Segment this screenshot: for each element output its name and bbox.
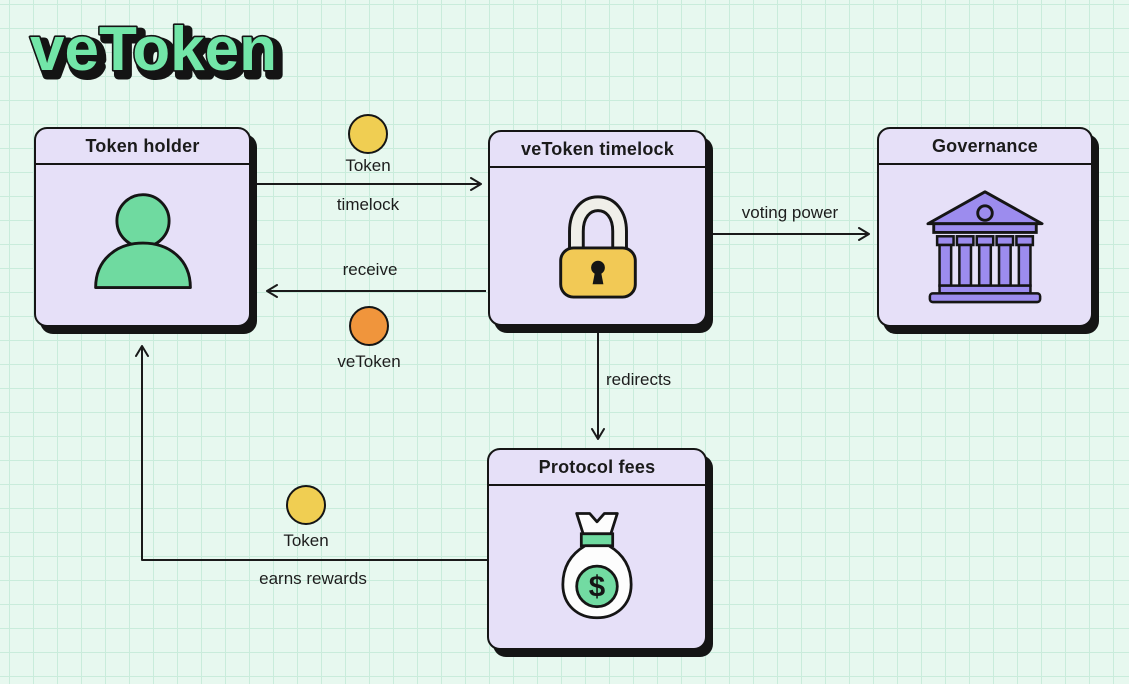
edge-label-earns-rewards: earns rewards xyxy=(259,569,367,588)
edge-label-reward-token: Token xyxy=(283,531,329,550)
node-vetoken-timelock-title: veToken timelock xyxy=(490,132,705,168)
node-token-holder: Token holder xyxy=(34,127,251,327)
edge-label-redirects: redirects xyxy=(606,370,672,389)
money-bag-icon: $ xyxy=(561,512,633,620)
bank-icon xyxy=(926,190,1044,304)
node-protocol-fees-title: Protocol fees xyxy=(489,450,705,486)
node-protocol-fees: Protocol fees $ xyxy=(487,448,707,650)
page-title-shadow: veToken xyxy=(35,20,282,89)
edge-earns-rewards-arrow xyxy=(135,345,487,561)
edge-label-timelock: timelock xyxy=(336,195,400,214)
node-token-holder-title: Token holder xyxy=(36,129,249,165)
edge-label-receive: receive xyxy=(342,260,398,279)
vetoken-coin xyxy=(349,306,389,346)
node-governance-title: Governance xyxy=(879,129,1091,165)
node-vetoken-timelock: veToken timelock xyxy=(488,130,707,326)
edge-label-voting-power: voting power xyxy=(741,203,839,222)
node-governance: Governance xyxy=(877,127,1093,327)
svg-text:$: $ xyxy=(589,571,605,604)
token-coin xyxy=(348,114,388,154)
page-title-text: veToken xyxy=(30,15,277,84)
padlock-icon xyxy=(558,195,637,299)
edge-label-token: Token xyxy=(345,156,391,175)
person-icon xyxy=(93,193,192,289)
reward-token-coin xyxy=(286,485,326,525)
page-title: veToken veToken xyxy=(28,13,286,93)
edge-label-vetoken: veToken xyxy=(337,352,401,371)
